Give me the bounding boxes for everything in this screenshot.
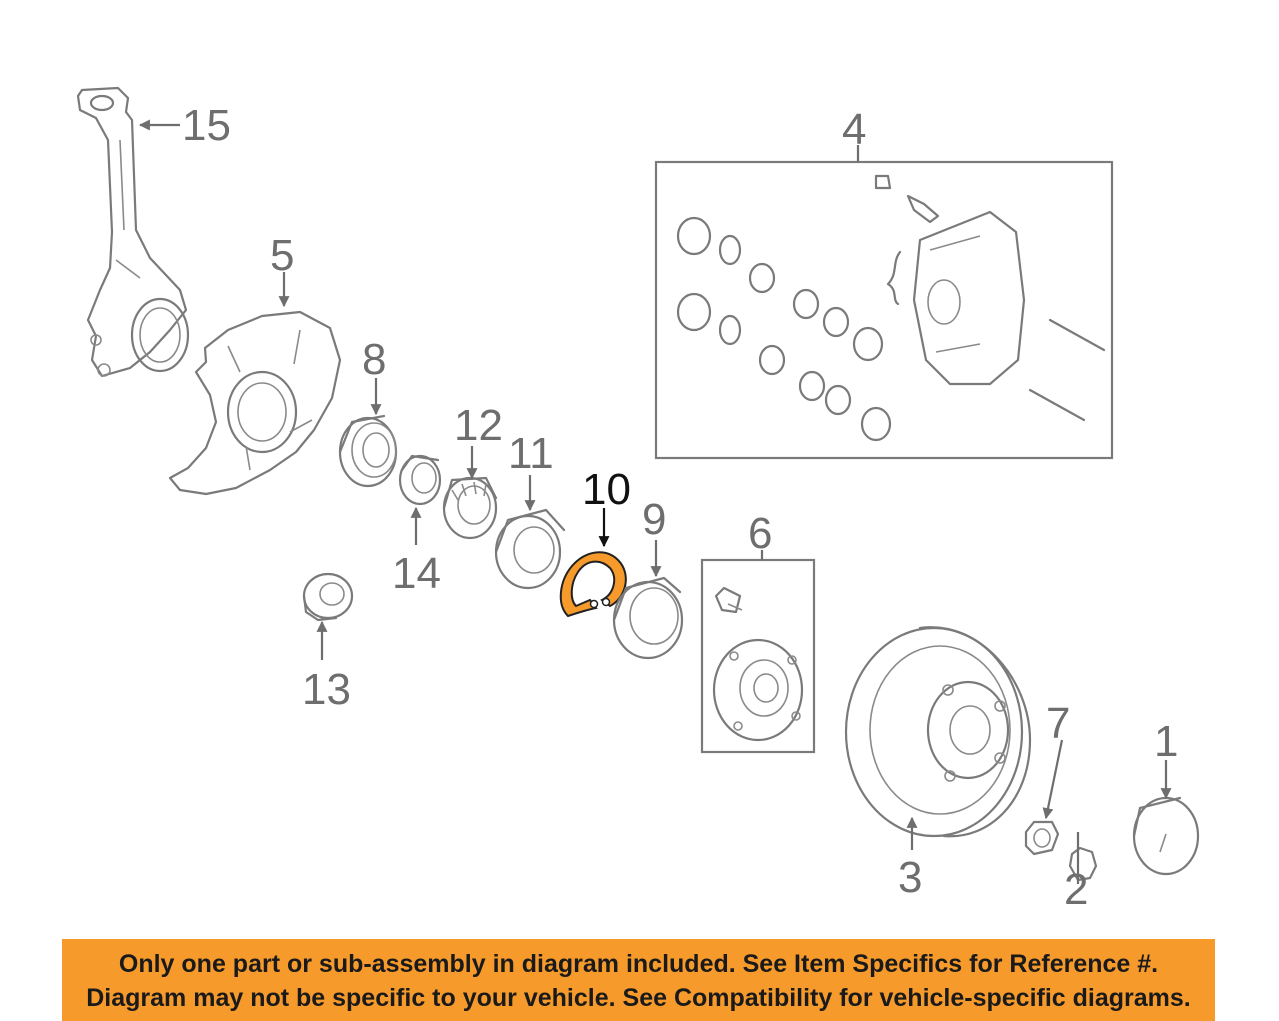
part-12-bearing-cone <box>442 476 498 540</box>
part-13-sleeve <box>302 572 354 622</box>
notice-line-2: Diagram may not be specific to your vehi… <box>86 984 1191 1012</box>
part-9-seal <box>612 576 684 660</box>
callout-5: 5 <box>270 231 294 280</box>
callout-15: 15 <box>182 101 231 150</box>
leader-7 <box>1042 739 1064 820</box>
part-4-caliper <box>676 174 1106 442</box>
callout-14: 14 <box>392 549 441 598</box>
part-2-lock-washer <box>1068 846 1098 882</box>
callout-12: 12 <box>454 401 503 450</box>
part-4-box <box>654 160 1114 460</box>
part-1-hub-cap <box>1132 796 1200 876</box>
part-11-hub-bearing <box>494 508 566 590</box>
callout-9: 9 <box>642 495 666 544</box>
part-8-oil-seal <box>338 414 398 488</box>
part-3-brake-rotor <box>844 626 1032 838</box>
callout-8: 8 <box>362 335 386 384</box>
callout-2: 2 <box>1064 865 1088 914</box>
callout-1: 1 <box>1154 717 1178 766</box>
part-7-nut <box>1024 820 1060 856</box>
part-6-box <box>700 558 816 754</box>
callout-4: 4 <box>842 105 866 154</box>
notice-line-1: Only one part or sub-assembly in diagram… <box>118 950 1159 978</box>
callout-6: 6 <box>748 509 772 558</box>
notice-banner: Only one part or sub-assembly in diagram… <box>62 939 1215 1021</box>
callout-13: 13 <box>302 665 351 714</box>
part-10-snap-ring <box>559 551 627 618</box>
part-5-dust-shield <box>168 310 342 496</box>
callout-10: 10 <box>582 465 631 514</box>
callout-7: 7 <box>1046 699 1070 748</box>
part-15-steering-knuckle <box>76 86 190 378</box>
part-14-spacer <box>398 454 442 506</box>
part-6-hub <box>712 586 804 742</box>
callout-11: 11 <box>508 429 554 478</box>
callout-3: 3 <box>898 853 922 902</box>
